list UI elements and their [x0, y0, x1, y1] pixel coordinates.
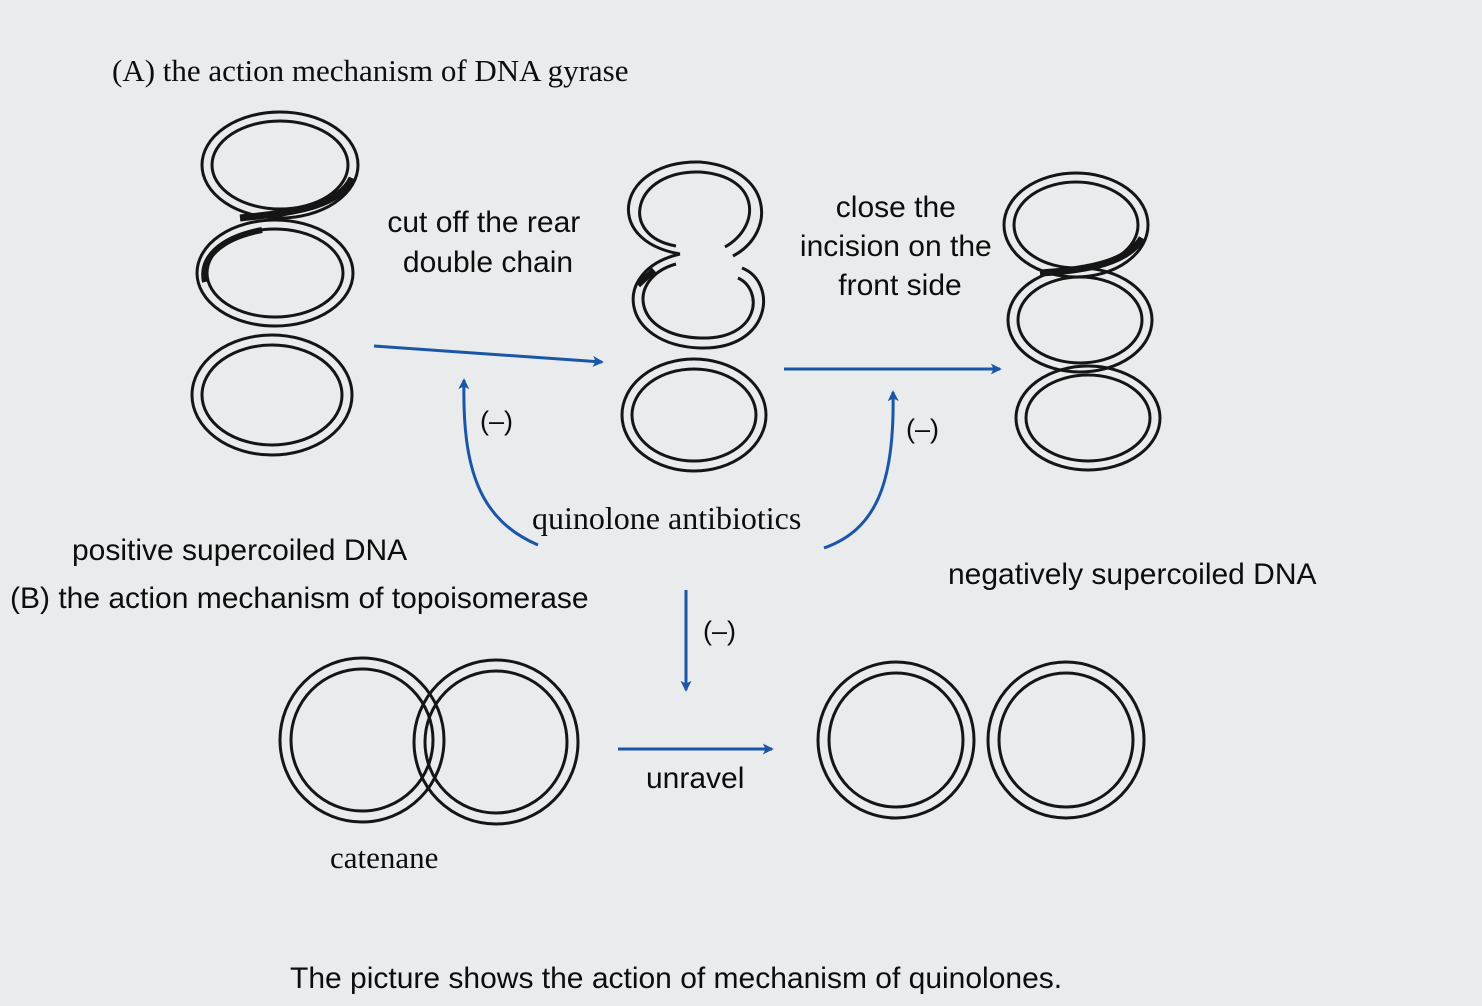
separated-rings: [816, 660, 1146, 820]
step-close-label: close the incision on the front side: [800, 191, 1000, 302]
inhibition-curve-left: [458, 378, 539, 547]
positive-caption: positive supercoiled DNA: [72, 534, 407, 567]
section-b-title: (B) the action mechanism of topoisomeras…: [10, 582, 589, 615]
step-cut-label: cut off the rear double chain: [387, 206, 588, 279]
negative-caption: negatively supercoiled DNA: [948, 558, 1317, 591]
inhibitor-label: quinolone antibiotics: [532, 500, 801, 536]
inhibition-curve-right: [823, 390, 899, 550]
positive-supercoiled-dna: [190, 110, 360, 457]
unravel-label: unravel: [646, 762, 744, 795]
negatively-supercoiled-dna: [1002, 171, 1162, 472]
inhibit-sign-right: (–): [906, 414, 939, 444]
inhibit-sign-b: (–): [703, 616, 736, 646]
arrow-cut: [373, 344, 604, 367]
figure-caption: The picture shows the action of mechanis…: [290, 962, 1062, 995]
catenane-caption: catenane: [330, 840, 438, 875]
cut-intermediate-dna: [620, 160, 768, 473]
catenane-rings: [278, 656, 580, 826]
inhibit-sign-left: (–): [480, 406, 513, 436]
section-a-title: (A) the action mechanism of DNA gyrase: [112, 53, 629, 88]
